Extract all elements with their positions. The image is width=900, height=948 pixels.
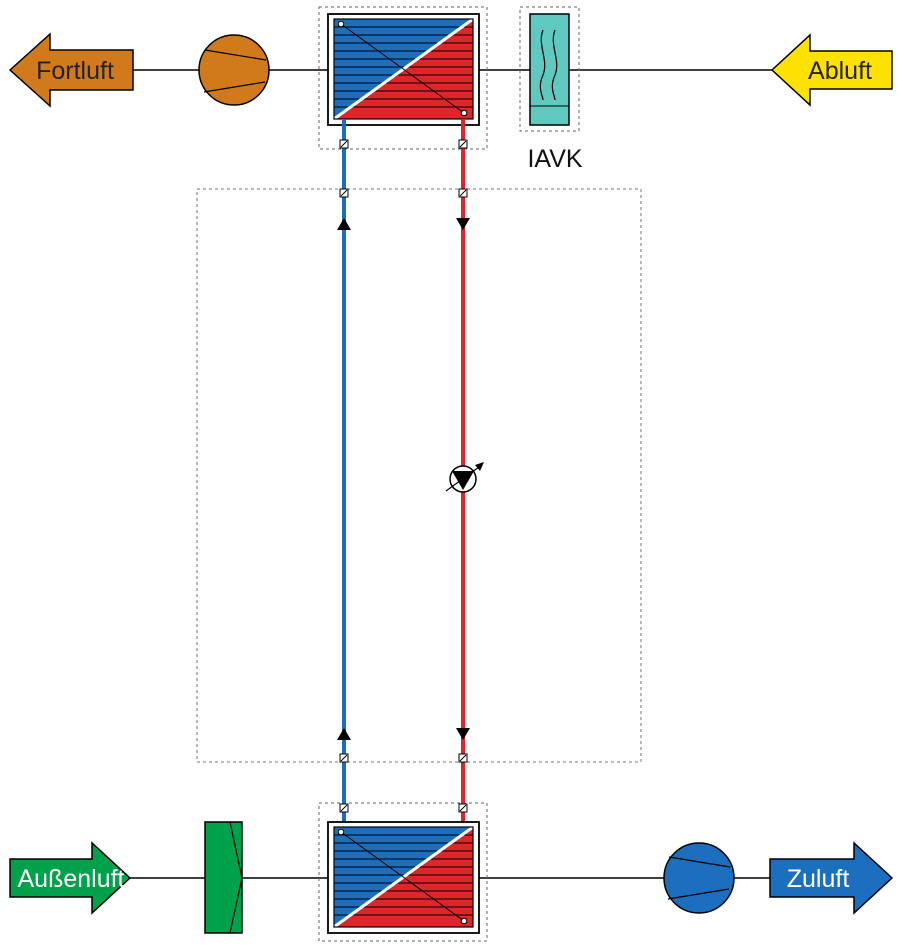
flow-down-arrow-icon: [456, 728, 470, 740]
heat-recovery-coil-supply: [318, 802, 488, 942]
pipe-connector: [458, 803, 468, 813]
filter-fold-line: [229, 821, 243, 934]
abluft-arrow: Abluft: [770, 33, 893, 107]
abluft-label: Abluft: [808, 57, 872, 85]
aussenluft-label: Außenluft: [17, 865, 124, 893]
pipe-connectors: [339, 139, 468, 813]
coil-cross-line: [340, 831, 465, 922]
aussenluft-arrow-shape: [9, 841, 132, 915]
exhaust-fan-blade-line: [203, 81, 266, 93]
exhaust-fan: [198, 34, 270, 106]
coil-port: [460, 109, 468, 117]
pipe-connector: [339, 753, 349, 763]
iavk-dashed-frame: [519, 6, 580, 132]
pump-adjust-arrowhead: [475, 462, 484, 471]
fortluft-arrow: Fortluft: [8, 32, 134, 108]
zuluft-arrow: Zuluft: [769, 841, 894, 915]
pipe-connector: [339, 188, 349, 198]
supply-fan: [663, 842, 735, 914]
flow-up-arrow-icon: [337, 728, 351, 740]
wave-icon: [551, 29, 558, 101]
coil-inner-frame: [333, 826, 474, 928]
pipe-connector: [339, 139, 349, 149]
filter-icon: [204, 821, 243, 934]
hydraulic-module-frame: [196, 188, 642, 763]
circulation-pump: [445, 462, 484, 493]
iavk-label: IAVK: [527, 145, 582, 173]
supply-fan-icon: [663, 842, 735, 914]
coil-dashed-frame: [318, 6, 488, 150]
pump-triangle: [452, 471, 474, 490]
coil-port: [460, 917, 468, 925]
exhaust-fan-blade-line: [204, 49, 267, 61]
flow-up-arrow-icon: [337, 218, 351, 230]
flow-down-arrow-icon: [456, 218, 470, 230]
pipe-connector: [458, 139, 468, 149]
iavk-humidifier: IAVK: [519, 6, 583, 173]
zuluft-label: Zuluft: [787, 865, 850, 893]
coil-dashed-frame: [318, 802, 488, 942]
supply-fan-blade-line: [667, 888, 730, 900]
iavk-body: [529, 13, 570, 126]
abluft-arrow-shape: [770, 33, 893, 107]
air-filter: [204, 821, 243, 934]
coil-cross-line: [340, 23, 465, 114]
pipe-connector: [458, 188, 468, 198]
coil-port: [337, 20, 345, 28]
wave-icon: [539, 29, 546, 101]
zuluft-arrow-shape: [769, 841, 894, 915]
fortluft-arrow-shape: [8, 32, 134, 108]
pipe-connector: [339, 803, 349, 813]
pump-adjust-arrow: [445, 466, 480, 492]
heat-recovery-coil-extract: [318, 6, 488, 150]
coil-port: [337, 828, 345, 836]
fortluft-label: Fortluft: [36, 57, 114, 85]
pipe-connector: [458, 753, 468, 763]
supply-fan-blade-line: [668, 856, 731, 868]
aussenluft-arrow: Außenluft: [9, 841, 132, 915]
exhaust-fan-icon: [198, 34, 270, 106]
coil-inner-frame: [333, 18, 474, 120]
coil-fins: [334, 26, 473, 108]
